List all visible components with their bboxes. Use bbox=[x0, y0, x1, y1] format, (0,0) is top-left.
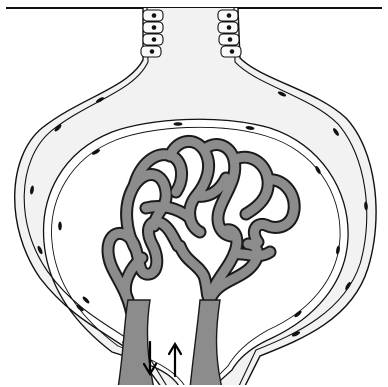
vascular-pole-vessels bbox=[118, 300, 222, 387]
afferent-arteriole bbox=[118, 300, 154, 387]
efferent-arteriole bbox=[190, 300, 222, 387]
